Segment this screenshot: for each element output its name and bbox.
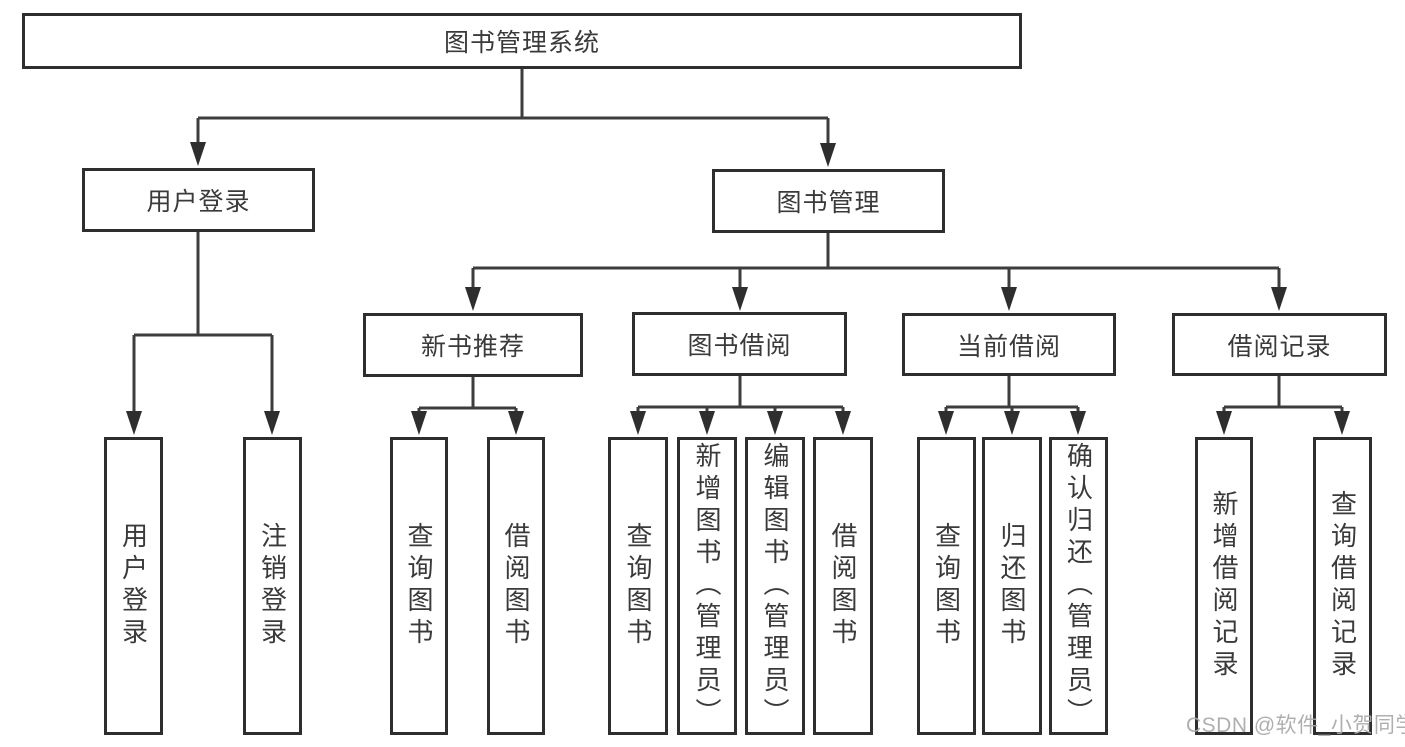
node-borrowing-records: 借阅记录 [1172,313,1387,376]
node-current-borrowing: 当前借阅 [902,313,1116,376]
arrowhead [190,142,206,166]
node-label: 编辑图书（管理员） [760,442,790,730]
arrowhead [1070,411,1086,435]
arrowhead [1004,411,1020,435]
node-label: 查询图书 [623,522,653,650]
connector-new-book-rec-children [417,377,518,415]
node-user-login: 用户登录 [82,168,315,232]
node-book-management: 图书管理 [712,169,945,233]
node-label: 图书管理 [776,189,881,217]
arrowhead [411,411,427,435]
leaf-add-borrow-record: 新增借阅记录 [1195,437,1253,735]
csdn-watermark: CSDN @软件_小贺同学 [1186,714,1405,737]
arrowhead [465,287,481,311]
arrowhead [126,411,142,435]
leaf-borrow-books: 借阅图书 [813,437,873,735]
node-label: 借阅图书 [828,522,858,650]
arrowhead [938,411,954,435]
node-label: 查询图书 [404,522,434,650]
arrowhead [1271,287,1287,311]
connector-book-mgmt-children [471,233,1281,290]
node-label: 确认归还（管理员） [1063,442,1094,730]
leaf-edit-books-admin: 编辑图书（管理员） [745,437,805,735]
node-label: 借阅记录 [1227,332,1332,361]
arrowhead [699,411,715,435]
arrowhead [835,411,851,435]
node-label: 查询借阅记录 [1327,490,1358,682]
arrowhead [264,411,280,435]
node-new-book-recommendation: 新书推荐 [363,313,583,377]
leaf-user-login: 用户登录 [104,437,163,735]
node-label: 新增借阅记录 [1209,490,1239,682]
arrowhead [820,143,836,167]
node-book-borrowing: 图书借阅 [632,312,847,376]
arrowhead [732,287,748,311]
leaf-return-books: 归还图书 [982,437,1042,735]
node-label: 归还图书 [997,522,1027,650]
connector-book-borrowing-children [636,376,845,415]
leaf-query-books-borrowing: 查询图书 [608,437,668,735]
leaf-query-books-current: 查询图书 [917,437,976,735]
leaf-borrow-books-recommend: 借阅图书 [487,437,545,735]
node-root-system: 图书管理系统 [22,13,1022,69]
node-label: 用户登录 [118,522,149,650]
connector-user-login-children [132,232,274,415]
arrowhead [1001,287,1017,311]
connector-current-borrowing-children [944,376,1080,415]
node-label: 用户登录 [146,188,251,216]
node-label: 新书推荐 [420,333,525,361]
connector-borrowing-records-children [1222,376,1344,415]
node-label: 新增图书（管理员） [692,442,722,730]
arrowhead [767,411,783,435]
node-label: 当前借阅 [956,332,1061,361]
arrowhead [1216,411,1232,435]
connector-root-to-level2 [196,69,830,147]
arrowhead [1334,411,1350,435]
node-label: 图书管理系统 [443,29,600,57]
leaf-query-books-recommend: 查询图书 [390,437,448,735]
arrowhead [508,411,524,435]
node-label: 借阅图书 [501,522,531,650]
node-label: 注销登录 [257,522,288,650]
arrowhead [630,411,646,435]
node-label: 查询图书 [931,522,962,650]
leaf-confirm-return-admin: 确认归还（管理员） [1049,437,1108,735]
node-label: 图书借阅 [687,332,792,360]
arrowheads [126,142,1350,435]
leaf-query-borrow-record: 查询借阅记录 [1313,437,1372,735]
leaf-logout: 注销登录 [243,437,302,735]
leaf-add-books-admin: 新增图书（管理员） [677,437,737,735]
